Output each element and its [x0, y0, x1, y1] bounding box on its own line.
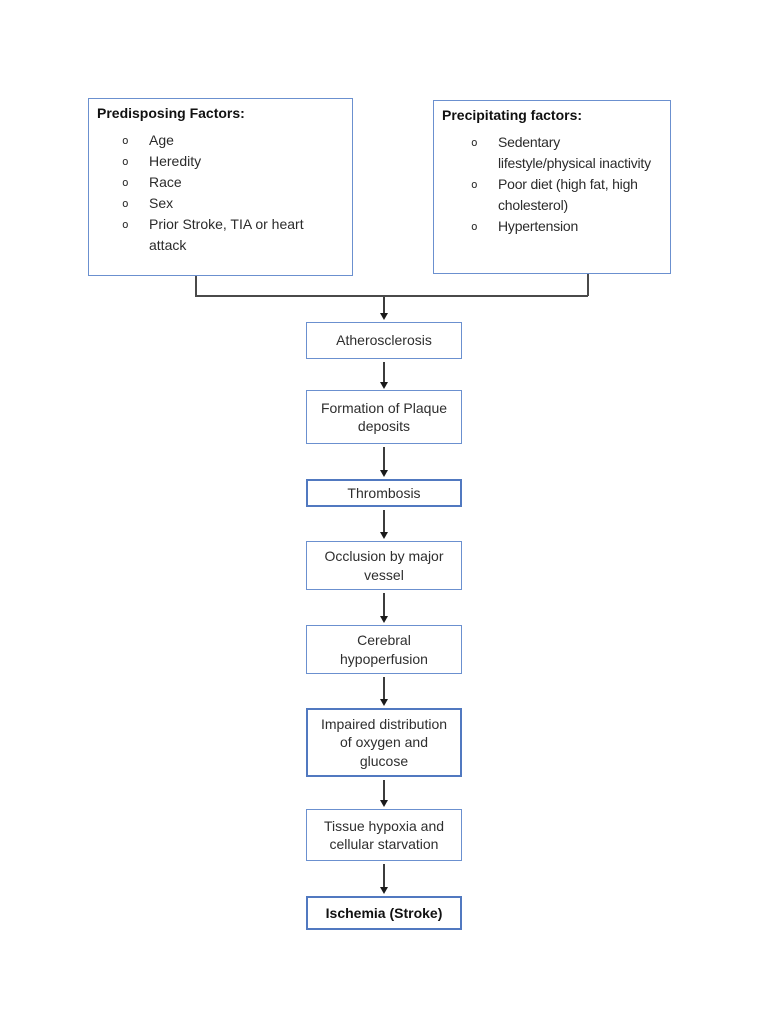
flow-step-ischemia-stroke: Ischemia (Stroke) — [306, 896, 462, 930]
circle-bullet-icon: o — [471, 220, 478, 233]
arrowhead-icon — [380, 616, 388, 623]
list-item-text: Race — [149, 174, 182, 190]
down-arrow — [379, 297, 389, 320]
down-arrow — [379, 510, 389, 539]
list-item-text: Hypertension — [498, 218, 579, 234]
list-item: o Hypertension — [434, 216, 670, 237]
flow-step-plaque-formation: Formation of Plaque deposits — [306, 390, 462, 444]
circle-bullet-icon: o — [122, 134, 129, 147]
down-arrow — [379, 362, 389, 389]
flow-step-cerebral-hypoperfusion: Cerebral hypoperfusion — [306, 625, 462, 674]
arrow-shaft — [383, 362, 385, 382]
flow-step-atherosclerosis: Atherosclerosis — [306, 322, 462, 359]
arrowhead-icon — [380, 532, 388, 539]
arrowhead-icon — [380, 887, 388, 894]
arrowhead-icon — [380, 699, 388, 706]
list-item: o Poor diet (high fat, high cholesterol) — [434, 174, 670, 216]
arrow-shaft — [383, 510, 385, 532]
flow-step-thrombosis: Thrombosis — [306, 479, 462, 507]
flow-step-occlusion: Occlusion by major vessel — [306, 541, 462, 590]
down-arrow — [379, 677, 389, 706]
list-item: o Race — [89, 172, 352, 193]
circle-bullet-icon: o — [122, 176, 129, 189]
circle-bullet-icon: o — [471, 178, 478, 191]
list-item-text: Sex — [149, 195, 174, 211]
precipitating-factors-list: o Sedentary lifestyle/physical inactivit… — [434, 132, 670, 237]
down-arrow — [379, 447, 389, 477]
list-item: o Sedentary lifestyle/physical inactivit… — [434, 132, 670, 174]
down-arrow — [379, 864, 389, 894]
connector-horizontal-line — [195, 295, 588, 297]
circle-bullet-icon: o — [471, 136, 478, 149]
predisposing-factors-box: Predisposing Factors: o Age o Heredity o… — [88, 98, 353, 276]
list-item-text: Age — [149, 132, 174, 148]
precipitating-factors-title: Precipitating factors: — [442, 107, 583, 123]
arrowhead-icon — [380, 382, 388, 389]
precipitating-factors-box: Precipitating factors: o Sedentary lifes… — [433, 100, 671, 274]
list-item: o Age — [89, 130, 352, 151]
arrow-shaft — [383, 677, 385, 699]
circle-bullet-icon: o — [122, 218, 129, 231]
flow-step-impaired-distribution: Impaired distribution of oxygen and gluc… — [306, 708, 462, 777]
list-item-text: Sedentary lifestyle/physical inactivity — [498, 134, 651, 171]
list-item-text: Poor diet (high fat, high cholesterol) — [498, 176, 638, 213]
down-arrow — [379, 780, 389, 807]
list-item-text: Prior Stroke, TIA or heart attack — [149, 216, 304, 253]
arrow-shaft — [383, 297, 385, 313]
predisposing-factors-list: o Age o Heredity o Race o Sex o Prior St… — [89, 130, 352, 256]
connector-left-line — [195, 276, 197, 296]
list-item-text: Heredity — [149, 153, 202, 169]
list-item: o Sex — [89, 193, 352, 214]
list-item: o Prior Stroke, TIA or heart attack — [89, 214, 352, 256]
down-arrow — [379, 593, 389, 623]
connector-right-line — [587, 274, 589, 296]
arrow-shaft — [383, 447, 385, 470]
predisposing-factors-title: Predisposing Factors: — [97, 105, 245, 121]
list-item: o Heredity — [89, 151, 352, 172]
circle-bullet-icon: o — [122, 155, 129, 168]
arrow-shaft — [383, 593, 385, 616]
arrow-shaft — [383, 864, 385, 887]
arrowhead-icon — [380, 470, 388, 477]
arrowhead-icon — [380, 800, 388, 807]
arrow-shaft — [383, 780, 385, 800]
circle-bullet-icon: o — [122, 197, 129, 210]
flow-step-tissue-hypoxia: Tissue hypoxia and cellular starvation — [306, 809, 462, 861]
arrowhead-icon — [380, 313, 388, 320]
